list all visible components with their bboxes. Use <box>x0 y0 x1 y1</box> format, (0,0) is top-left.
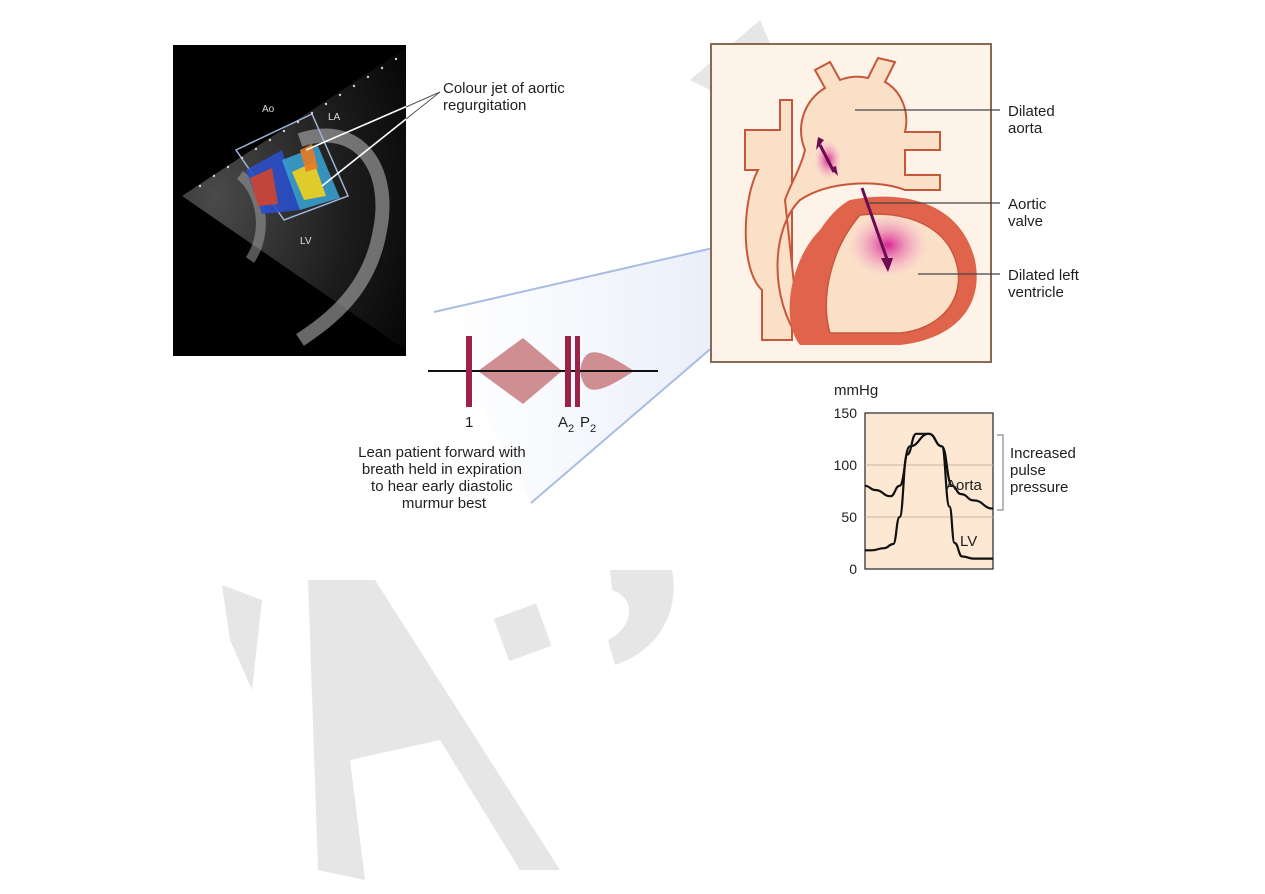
p2-label-base: P <box>580 414 590 431</box>
p2-label-sub: 2 <box>590 423 596 435</box>
a2-label-sub: 2 <box>568 423 574 435</box>
p2-label: P2 <box>580 414 596 435</box>
regurgitation-arrow <box>860 187 890 263</box>
echo-label-la: LA <box>328 112 341 123</box>
echo-label-ao: Ao <box>262 104 275 115</box>
pulse-pressure-line-2: pulse <box>1010 462 1046 479</box>
series-label-lv: LV <box>960 533 977 550</box>
regurgitant-jet-glow <box>848 213 928 277</box>
series-line-lv <box>864 432 993 560</box>
echo-callout-line-2: regurgitation <box>443 97 526 114</box>
heart-leaders <box>855 109 1000 275</box>
ytick-label-100: 100 <box>834 457 858 473</box>
doppler-yellow <box>292 162 326 200</box>
caption-line-3: to hear early diastolic <box>371 478 513 495</box>
plot-area <box>864 412 994 570</box>
s1-sound-bar <box>466 336 472 407</box>
label-dilated-lv-line-1: Dilated left <box>1008 267 1080 284</box>
ytick-label-150: 150 <box>834 405 858 421</box>
pressure-chart: mmHg 0 50 100 150 Aorta LV Increased pulse … <box>834 382 1080 577</box>
pulse-pressure-label: Increased pulse pressure <box>1010 445 1080 496</box>
caption-line-4: murmur best <box>402 495 487 512</box>
aorta-and-atria <box>776 56 941 344</box>
p2-sound-bar <box>575 336 580 407</box>
echocardiogram-image: Ao LA LV <box>173 45 406 356</box>
label-dilated-lv: Dilated left ventricle <box>1008 267 1083 301</box>
chart-ylabel: mmHg <box>834 382 878 399</box>
label-aortic-valve-line-2: valve <box>1008 213 1043 230</box>
series-layer <box>864 432 994 560</box>
heart-diagram <box>710 43 992 363</box>
label-dilated-lv-line-2: ventricle <box>1008 284 1064 301</box>
echo-septum <box>236 171 266 263</box>
grid-layer <box>865 464 993 518</box>
echo-label-lv: LV <box>300 236 312 247</box>
auscultation-caption: Lean patient forward with breath held in… <box>358 444 530 512</box>
pulse-pressure-bracket <box>997 434 1004 511</box>
tick-layer: 0 50 100 150 <box>834 405 858 577</box>
aortic-flow-arrowhead-down <box>830 166 838 176</box>
echo-callout-line-1: Colour jet of aortic <box>443 80 565 97</box>
doppler-orange <box>300 144 318 172</box>
a2-label: A2 <box>558 414 574 435</box>
a2-label-base: A <box>558 414 568 431</box>
s1-label: 1 <box>465 414 473 431</box>
aortic-flow-arrowhead-up <box>816 137 824 150</box>
ytick-label-0: 0 <box>849 561 857 577</box>
series-label-aorta: Aorta <box>946 477 983 494</box>
label-dilated-aorta: Dilated aorta <box>1008 103 1059 137</box>
phonocardiogram: 1 A2 P2 Lean patient forward with breath… <box>358 336 658 512</box>
pulse-pressure-line-3: pressure <box>1010 479 1068 496</box>
label-dilated-aorta-line-2: aorta <box>1008 120 1043 137</box>
echo-callout-text: Colour jet of aortic regurgitation <box>443 80 569 114</box>
caption-line-1: Lean patient forward with <box>358 444 526 461</box>
regurgitation-arrowhead <box>881 258 893 272</box>
label-dilated-aorta-line-1: Dilated <box>1008 103 1055 120</box>
echo-depth-dots <box>198 57 398 188</box>
label-aortic-valve-line-1: Aortic <box>1008 196 1047 213</box>
ytick-label-50: 50 <box>841 509 857 525</box>
caption-line-2: breath held in expiration <box>362 461 522 478</box>
doppler-red <box>250 168 278 206</box>
a2-sound-bar <box>565 336 571 407</box>
label-aortic-valve: Aortic valve <box>1008 196 1051 230</box>
pulse-pressure-line-1: Increased <box>1010 445 1076 462</box>
echo-callout-lines-outside <box>405 91 441 120</box>
echo-wall <box>296 128 390 346</box>
